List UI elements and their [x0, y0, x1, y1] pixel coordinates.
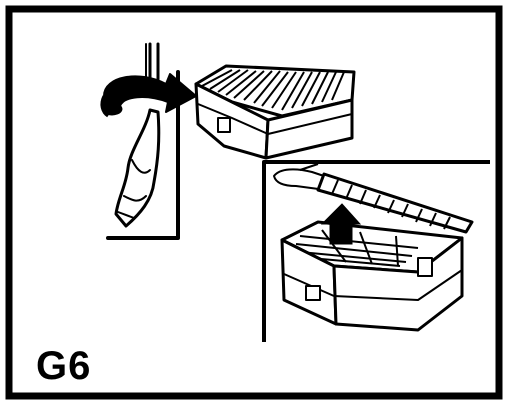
open-device-inset [262, 160, 490, 342]
figure-border [5, 5, 503, 400]
twist-arrow-icon [100, 73, 197, 118]
bag-twist-detail [106, 42, 180, 240]
up-arrow-icon [320, 203, 362, 245]
closed-device [194, 64, 356, 160]
figure-label: G6 [36, 344, 92, 388]
